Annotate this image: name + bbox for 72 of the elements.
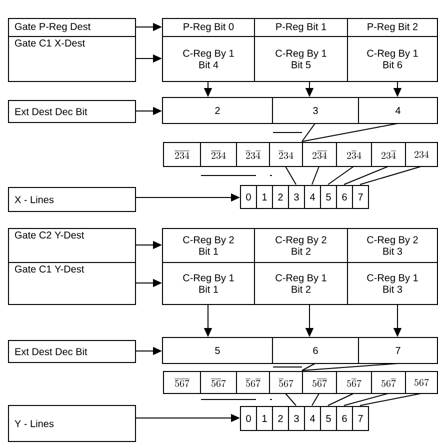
connector-line <box>328 166 354 185</box>
connector-line <box>285 166 296 185</box>
decoder-output-cell: $\overline{5}6\overline{7}$ <box>236 371 270 394</box>
register-cell: C-Reg By 1 Bit 1 <box>162 262 255 305</box>
line-cell: 7 <box>352 185 369 209</box>
connector-line <box>344 393 388 406</box>
signal-box: Y - Lines <box>8 405 136 442</box>
decoder-output-cell: $\overline{567}$ <box>163 371 201 394</box>
line-cell: 3 <box>288 185 305 209</box>
line-cell: 2 <box>272 185 289 209</box>
decoder-output-cell: $5\overline{67}$ <box>302 371 337 394</box>
line-cell: 4 <box>304 406 321 431</box>
register-cell: C-Reg By 1 Bit 4 <box>162 36 255 82</box>
decode-bit-cell: 2 <box>162 97 273 124</box>
line-cell: 5 <box>320 406 337 431</box>
signal-box: Ext Dest Dec Bit <box>8 100 136 123</box>
line-cell: 1 <box>256 185 273 209</box>
signal-box: X - Lines <box>8 187 136 212</box>
decoder-output-cell: $2\overline{3}4$ <box>336 142 372 167</box>
connector-line <box>328 393 354 406</box>
register-cell: C-Reg By 1 Bit 3 <box>347 262 438 305</box>
register-cell: P-Reg Bit 0 <box>162 18 255 37</box>
line-cell: 3 <box>288 406 305 431</box>
register-cell: C-Reg By 1 Bit 6 <box>347 36 438 82</box>
register-cell: P-Reg Bit 1 <box>254 18 348 37</box>
decode-bit-cell: 4 <box>358 97 438 124</box>
decoder-output-cell: $2\overline{34}$ <box>302 142 337 167</box>
decoder-output-cell: $\overline{2}3\overline{4}$ <box>236 142 270 167</box>
decoder-output-cell: $\overline{2}34$ <box>269 142 303 167</box>
connector-line <box>312 166 320 185</box>
decoder-output-cell: $234$ <box>405 142 438 167</box>
connector-line <box>302 123 398 142</box>
line-cell: 7 <box>352 406 369 431</box>
register-cell: P-Reg Bit 2 <box>347 18 438 37</box>
decoder-output-cell: $56\overline{7}$ <box>371 371 406 394</box>
signal-box: Gate C1 X-Dest <box>8 36 136 82</box>
decode-bit-cell: 7 <box>358 337 438 364</box>
connector-line <box>302 363 398 371</box>
line-cell: 1 <box>256 406 273 431</box>
line-cell: 4 <box>304 185 321 209</box>
connector-line <box>312 393 320 406</box>
register-cell: C-Reg By 2 Bit 1 <box>162 228 255 263</box>
connector-line <box>302 123 316 142</box>
decoder-output-cell: $\overline{56}7$ <box>200 371 237 394</box>
signal-box: Ext Dest Dec Bit <box>8 340 136 363</box>
connector-line <box>285 393 296 406</box>
line-cell: 0 <box>240 185 257 209</box>
decode-bit-cell: 3 <box>272 97 359 124</box>
signal-box: Gate C2 Y-Dest <box>8 228 136 263</box>
line-cell: 2 <box>272 406 289 431</box>
line-cell: 6 <box>336 185 353 209</box>
connector-line <box>360 166 422 185</box>
decoder-output-cell: $5\overline{6}7$ <box>336 371 372 394</box>
connector-line <box>344 166 388 185</box>
connector-line <box>302 363 316 371</box>
decoder-output-cell: $567$ <box>405 371 438 394</box>
connector-line <box>360 393 422 406</box>
register-cell: C-Reg By 1 Bit 5 <box>254 36 348 82</box>
line-cell: 5 <box>320 185 337 209</box>
decode-bit-cell: 6 <box>272 337 359 364</box>
signal-box: Gate C1 Y-Dest <box>8 262 136 305</box>
line-cell: 6 <box>336 406 353 431</box>
register-cell: C-Reg By 2 Bit 3 <box>347 228 438 263</box>
signal-box: Gate P-Reg Dest <box>8 18 136 37</box>
line-cell: 0 <box>240 406 257 431</box>
decoder-output-cell: $\overline{234}$ <box>163 142 201 167</box>
decode-bit-cell: 5 <box>162 337 273 364</box>
decoder-output-cell: $\overline{23}4$ <box>200 142 237 167</box>
decoder-output-cell: $\overline{5}67$ <box>269 371 303 394</box>
decoder-output-cell: $23\overline{4}$ <box>371 142 406 167</box>
register-cell: C-Reg By 2 Bit 2 <box>254 228 348 263</box>
register-cell: C-Reg By 1 Bit 2 <box>254 262 348 305</box>
